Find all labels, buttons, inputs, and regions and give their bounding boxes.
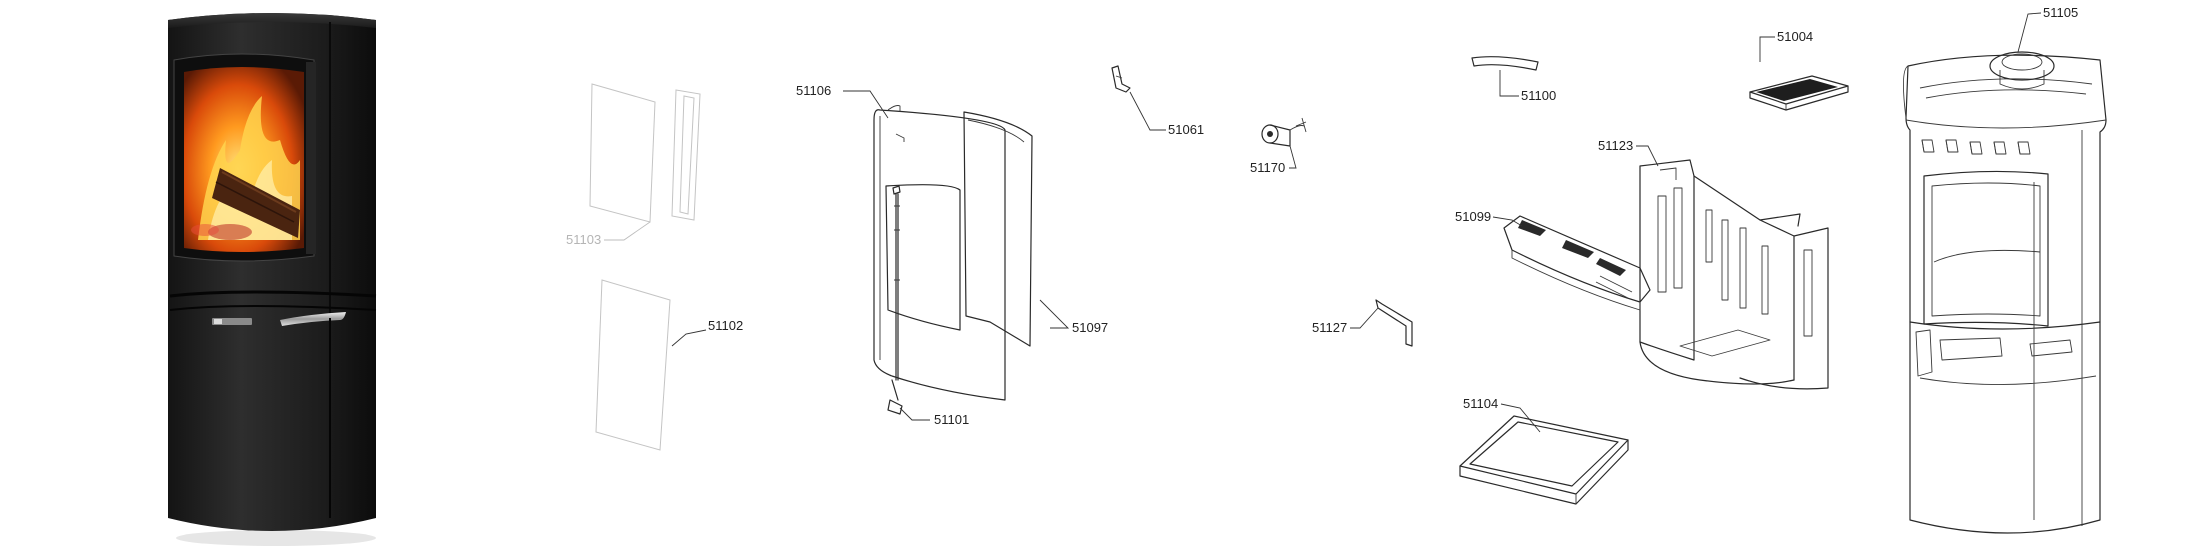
- part-label-51106: 51106: [796, 83, 831, 98]
- wood-burning-stove-photo: [168, 13, 377, 546]
- part-label-51097: 51097: [1072, 320, 1108, 335]
- part-label-51123: 51123: [1598, 138, 1633, 153]
- stove-outline-drawing-51105: [1903, 51, 2107, 534]
- ash-pan-51104: [1459, 415, 1629, 505]
- part-label-51170: 51170: [1250, 160, 1285, 175]
- part-label-51103: 51103: [566, 232, 601, 247]
- door-frame-51106: [873, 105, 1006, 401]
- part-label-51102: 51102: [708, 318, 743, 333]
- part-label-51101: 51101: [934, 412, 969, 427]
- fire-flames: [184, 67, 304, 252]
- glass-panel-51103: [589, 83, 701, 223]
- door-handle-rod-51101: [887, 185, 903, 415]
- part-label-51105: 51105: [2043, 5, 2078, 20]
- part-label-51061: 51061: [1168, 122, 1204, 137]
- latch-51061: [1111, 65, 1131, 93]
- part-label-51004: 51004: [1777, 29, 1813, 44]
- baffle-51100: [1471, 56, 1539, 71]
- glass-panel-51102: [595, 279, 671, 451]
- part-label-51104: 51104: [1463, 396, 1498, 411]
- spring-hinge-51170: [1261, 117, 1307, 147]
- part-label-51127: 51127: [1312, 320, 1347, 335]
- ember-shelf-51099: [1503, 215, 1651, 311]
- leader-lines: [604, 12, 2042, 433]
- firebox-lining-51123: [1639, 159, 1829, 390]
- door-glass-51097: [963, 111, 1033, 347]
- bracket-51127: [1375, 299, 1413, 347]
- part-label-51100: 51100: [1521, 88, 1556, 103]
- part-labels: 51103 51102 51106 51097 51101 51061 5117…: [566, 5, 2078, 427]
- part-label-51099: 51099: [1455, 209, 1491, 224]
- grate-51004: [1749, 75, 1849, 111]
